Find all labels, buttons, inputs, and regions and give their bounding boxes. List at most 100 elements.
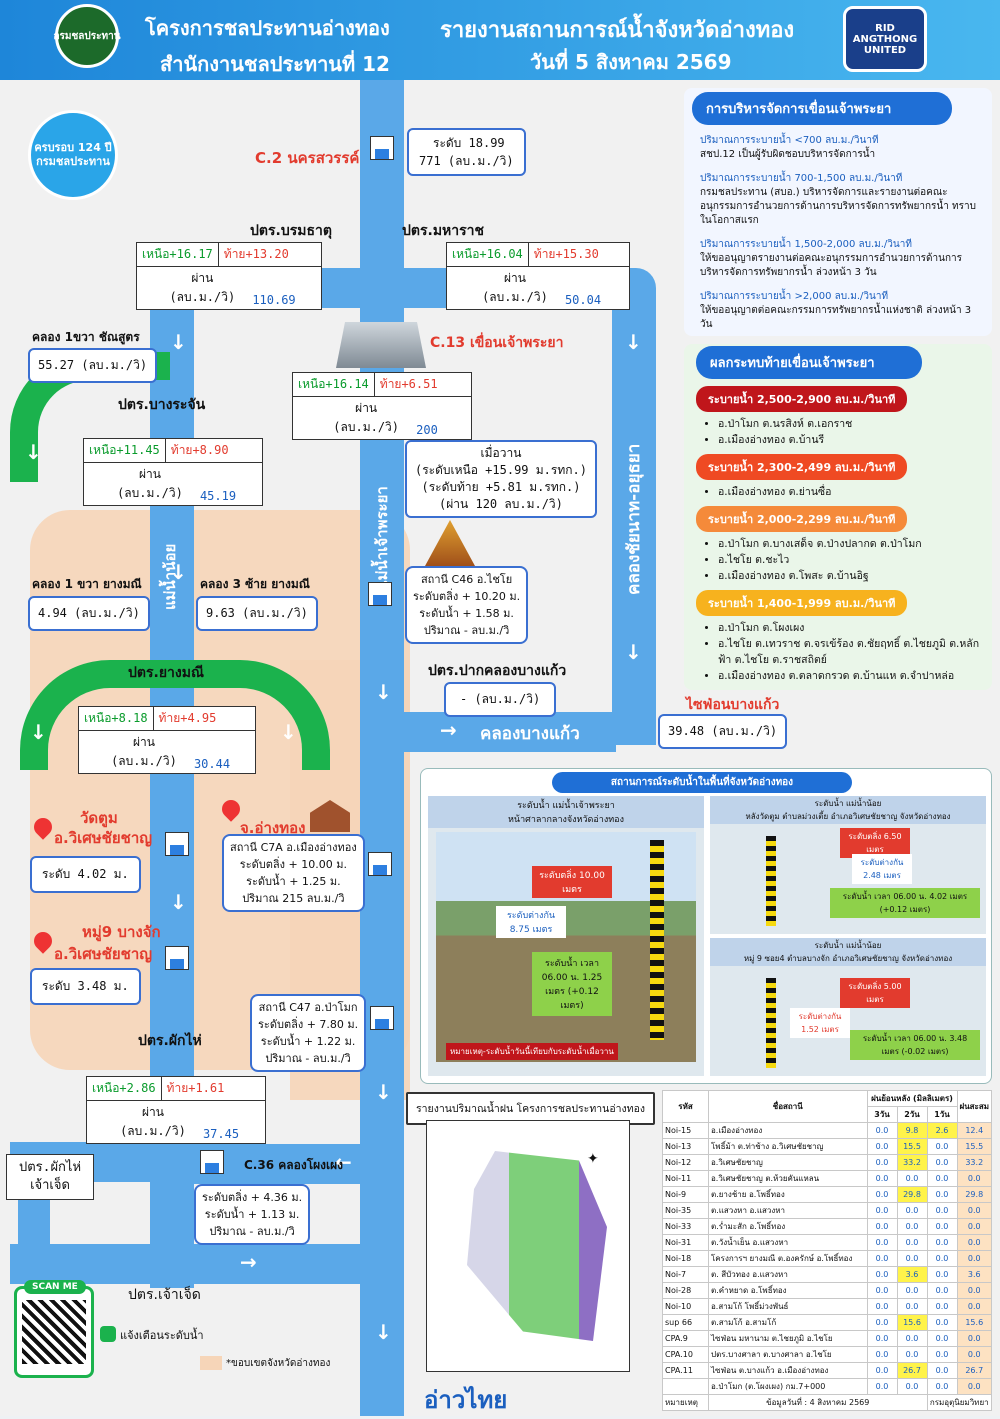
table-cell: CPA.11 (662, 1362, 709, 1379)
qr-code-icon[interactable] (22, 1300, 86, 1364)
dam-panel-title: การบริหารจัดการเขื่อนเจ้าพระยา (692, 92, 952, 125)
gauge-icon (165, 946, 189, 970)
yesterday-box: เมื่อวาน (ระดับเหนือ +15.99 ม.รทก.) (ระด… (405, 440, 597, 518)
table-cell: CPA.10 (662, 1346, 709, 1363)
dam-rule-body: กรมชลประทาน (สบอ.) บริหารจัดการและรายงาน… (700, 187, 976, 226)
c47-water: ระดับน้ำ + 1.22 ม. (260, 1035, 356, 1048)
dam-rule-list: ปริมาณการระบายน้ำ <700 ลบ.ม./วินาทีสชป.1… (700, 134, 986, 332)
dam-rule-body: ให้ขออนุญาตรายงานต่อคณะอนุกรรมการอำนวยกา… (700, 253, 963, 278)
badge-sub: กรมชลประทาน (36, 155, 110, 168)
siphon-label: ไซฟ่อนบางแก้ว (686, 697, 780, 713)
rain-table: รหัส ชื่อสถานี ฝนย้อนหลัง (มิลลิเมตร) ฝน… (662, 1090, 992, 1411)
table-cell: 0.0 (866, 1122, 898, 1139)
table-cell: 0.0 (866, 1282, 898, 1299)
table-cell: 0.0 (926, 1250, 958, 1267)
table-cell: 0.0 (866, 1218, 898, 1235)
table-cell: Noi-7 (662, 1266, 709, 1283)
canal-k1-flow: 55.27 (ลบ.ม./วิ) (38, 358, 148, 372)
table-cell: อ.วิเศษชัยชาญ ต.ห้วยคันแหลน (708, 1170, 868, 1187)
c36-bank: ระดับตลิ่ง + 4.36 ม. (202, 1191, 303, 1204)
bangkaew-canal (404, 712, 616, 752)
canal-y1-flow: 4.94 (ลบ.ม./วิ) (38, 606, 140, 620)
badge-text: ครบรอบ 124 ปี (34, 141, 112, 154)
dam-rule: ปริมาณการระบายน้ำ 1,500-2,000 ลบ.ม./วินา… (700, 238, 986, 280)
north-arrow-icon: ✦ (587, 1151, 599, 1167)
gate-up: เหนือ+11.45 (84, 439, 166, 462)
dam-rule-body: สชป.12 เป็นผู้รับผิดชอบบริหารจัดการน้ำ (700, 149, 876, 160)
photo-left-h1: ระดับน้ำ แม่น้ำเจ้าพระยา (517, 801, 615, 811)
photo-r2-h2: หมู่ 9 ซอย4 ตำบลบางจัก อำเภอวิเศษชัยชาญ … (743, 954, 953, 963)
flow-arrow: ↓ (375, 1080, 392, 1104)
gate-yangmanee-name: ปตร.ยางมณี (128, 665, 204, 681)
table-cell: ไซฟ่อน มหานาม ต.ไชยภูมิ อ.ไชโย (708, 1330, 868, 1347)
moo9-level: ระดับ 3.48 ม. (42, 979, 129, 993)
gate-up: เหนือ+8.18 (79, 707, 154, 730)
table-cell: Noi-10 (662, 1298, 709, 1315)
gate-down: ท้าย+6.51 (379, 377, 438, 391)
impact-groups: ระบายน้ำ 2,500-2,900 ลบ.ม./วินาที อ.ป่าโ… (696, 386, 986, 684)
table-cell: 0.0 (866, 1346, 898, 1363)
gate-flow-label: ผ่าน (ลบ.ม./วิ) (111, 735, 177, 768)
table-cell: 15.6 (896, 1314, 928, 1331)
table-cell: อ.เมืองอ่างทอง (708, 1122, 868, 1139)
table-cell: 26.7 (956, 1362, 992, 1379)
rid-logo: กรมชลประทาน (53, 4, 121, 68)
table-cell: 0.0 (926, 1138, 958, 1155)
impact-item: อ.ไชโย ต.ชะไว (718, 552, 986, 568)
table-cell: 26.7 (896, 1362, 928, 1379)
table-cell: 0.0 (896, 1250, 928, 1267)
pakkhlong-label: ปตร.ปากคลองบางแก้ว (428, 663, 567, 679)
c36-volume: ปริมาณ - ลบ.ม./วิ (209, 1225, 295, 1238)
team-logo-text: RID ANGTHONG UNITED (852, 22, 918, 56)
photo-r1-header: ระดับน้ำ แม่น้ำน้อย หลังวัดตูม ตำบลม่วงเ… (710, 796, 986, 824)
table-cell: 0.0 (896, 1346, 928, 1363)
table-cell: 0.0 (926, 1234, 958, 1251)
table-cell: 0.0 (866, 1170, 898, 1187)
table-cell: 0.0 (926, 1346, 958, 1363)
table-cell: 0.0 (926, 1362, 958, 1379)
gauge-pole-icon (766, 836, 776, 926)
table-cell: ต.แสวงหา อ.แสวงหา (708, 1202, 868, 1219)
yesterday-flow: (ผ่าน 120 ลบ.ม./วิ) (439, 497, 563, 511)
water-tag: ระดับน้ำ เวลา 06.00 น. 3.48 เมตร (-0.02 … (850, 1030, 980, 1060)
watum-level: ระดับ 4.02 ม. (42, 867, 129, 881)
table-cell: 0.0 (866, 1138, 898, 1155)
photo-r1-h2: หลังวัดตูม ตำบลม่วงเตี้ย อำเภอวิเศษชัยชา… (745, 812, 951, 821)
table-cell: 0.0 (896, 1170, 928, 1187)
c7a-bank: ระดับตลิ่ง + 10.00 ม. (239, 858, 347, 871)
c46-volume: ปริมาณ - ลบ.ม./วิ (423, 624, 510, 637)
col-name: ชื่อสถานี (708, 1090, 868, 1123)
pakkhlong-box: - (ลบ.ม./วิ) (444, 682, 557, 717)
c46-water: ระดับน้ำ + 1.58 ม. (419, 607, 514, 620)
legend-label: *ขอบเขตจังหวัดอ่างทอง (226, 1358, 331, 1369)
table-cell: Noi-9 (662, 1186, 709, 1203)
gate-maharat-name: ปตร.มหาราช (402, 223, 485, 239)
gauge-icon (368, 852, 392, 876)
c46-bank: ระดับตลิ่ง + 10.20 ม. (413, 590, 521, 603)
table-cell: 0.0 (866, 1186, 898, 1203)
legend-swatch (200, 1356, 222, 1370)
impact-pill: ระบายน้ำ 2,500-2,900 ลบ.ม./วินาที (696, 386, 908, 412)
table-cell: 0.0 (896, 1330, 928, 1347)
table-cell: Noi-28 (662, 1282, 709, 1299)
table-cell: ต.คำหยาด อ.โพธิ์ทอง (708, 1282, 868, 1299)
table-cell: 0.0 (866, 1378, 898, 1395)
gate-flow-label: ผ่าน (ลบ.ม./วิ) (120, 1105, 186, 1138)
phakhai-chaochet-box: ปตร.ผักไห่ เจ้าเจ็ด (6, 1154, 94, 1200)
photo-r1-h1: ระดับน้ำ แม่น้ำน้อย (814, 799, 882, 808)
table-cell: 0.0 (926, 1298, 958, 1315)
gate-down: ท้าย+1.61 (166, 1081, 225, 1095)
table-cell: Noi-13 (662, 1138, 709, 1155)
table-cell: ต.สามโก้ อ.สามโก้ (708, 1314, 868, 1331)
team-logo: RID ANGTHONG UNITED (843, 6, 927, 72)
table-cell: ไซฟ่อน ต.บางแก้ว อ.เมืองอ่างทอง (708, 1362, 868, 1379)
c7a-volume: ปริมาณ 215 ลบ.ม./วิ (242, 892, 345, 905)
